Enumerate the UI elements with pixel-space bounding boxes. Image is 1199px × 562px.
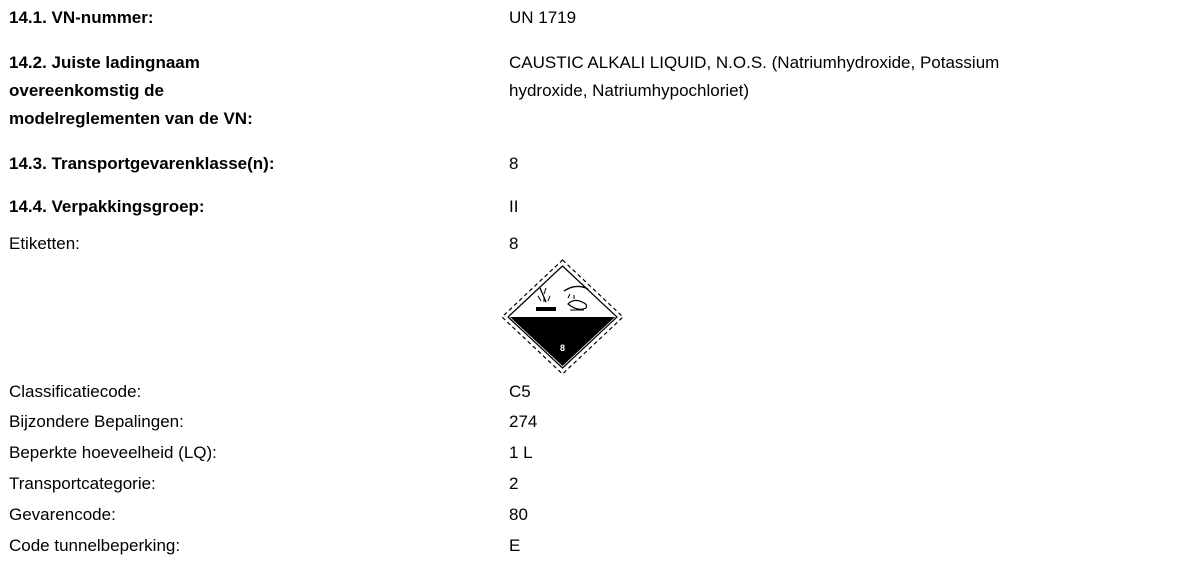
shipping-name-label-line-1: 14.2. Juiste ladingnaam <box>9 53 200 72</box>
classification-code-label: Classificatiecode: <box>9 382 142 401</box>
shipping-name-label-line-3: modelreglementen van de VN: <box>9 109 253 128</box>
hazard-label-number: 8 <box>560 343 565 353</box>
special-provisions-value: 274 <box>509 412 538 431</box>
hazard-code-value: 80 <box>509 505 528 524</box>
labels-label: Etiketten: <box>9 234 80 253</box>
labels-value: 8 <box>509 234 519 253</box>
shipping-name-value-line-2: hydroxide, Natriumhypochloriet) <box>509 81 749 100</box>
shipping-name-value-line-1: CAUSTIC ALKALI LIQUID, N.O.S. (Natriumhy… <box>509 53 1000 72</box>
un-number-value: UN 1719 <box>509 8 577 27</box>
special-provisions-label: Bijzondere Bepalingen: <box>9 412 184 431</box>
hazard-class-label: 14.3. Transportgevarenklasse(n): <box>9 154 275 173</box>
tunnel-code-label: Code tunnelbeperking: <box>9 536 181 555</box>
un-number-label: 14.1. VN-nummer: <box>9 8 154 27</box>
limited-quantity-value: 1 L <box>509 443 533 462</box>
tunnel-code-value: E <box>509 536 521 555</box>
classification-code-value: C5 <box>509 382 531 401</box>
hazard-class-value: 8 <box>509 154 519 173</box>
packing-group-value: II <box>509 197 519 216</box>
hazard-code-label: Gevarencode: <box>9 505 116 524</box>
limited-quantity-label: Beperkte hoeveelheid (LQ): <box>9 443 217 462</box>
packing-group-label: 14.4. Verpakkingsgroep: <box>9 197 205 216</box>
transport-category-label: Transportcategorie: <box>9 474 156 493</box>
shipping-name-label-line-2: overeenkomstig de <box>9 81 164 100</box>
corrosive-hazard-diamond-icon: 8 <box>501 259 624 375</box>
transport-category-value: 2 <box>509 474 519 493</box>
